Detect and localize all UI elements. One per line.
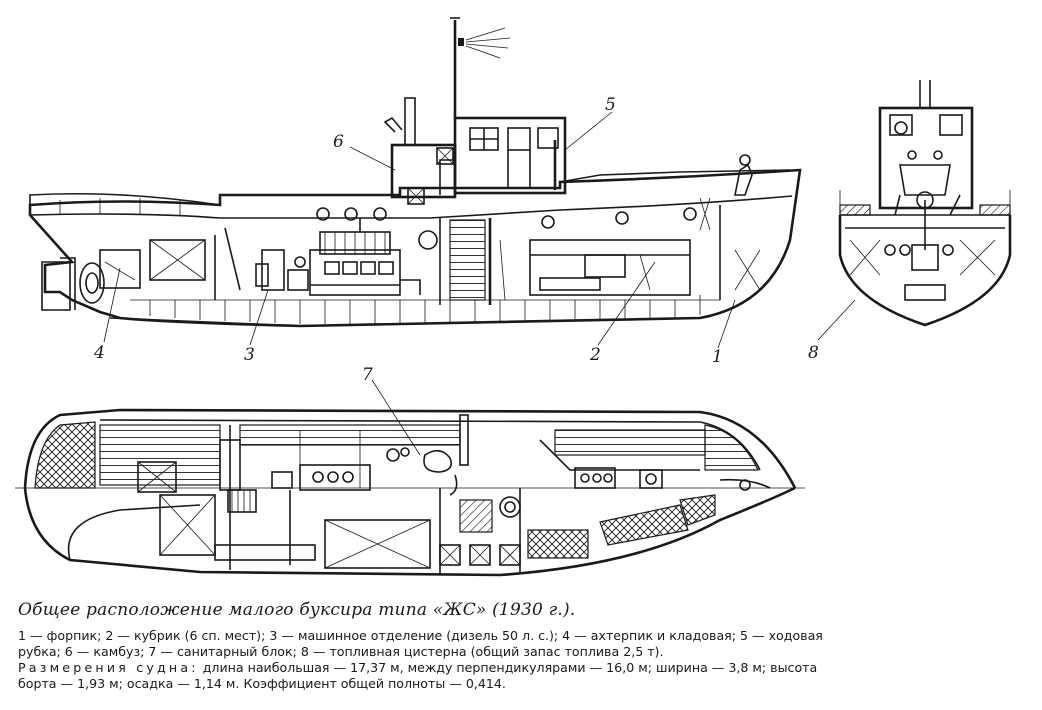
- figure-caption: Общее расположение малого буксира типа «…: [18, 600, 1030, 692]
- side-profile-view: 4 3 2 1 6 5: [28, 17, 802, 367]
- callout-1: 1: [712, 347, 723, 367]
- dimensions-values-1: длина наибольшая — 17,37 м, между перпен…: [198, 660, 818, 675]
- cross-section-view: 8: [808, 80, 1012, 363]
- caption-title: Общее расположение малого буксира типа «…: [18, 600, 576, 620]
- callout-6: 6: [333, 132, 344, 152]
- wheelhouse: [439, 116, 567, 195]
- callout-8: 8: [808, 343, 819, 363]
- galley-deckhouse: [383, 97, 457, 205]
- engine-room-machinery: [255, 218, 421, 296]
- dimensions-line-1: Размерения судна: длина наибольшая — 17,…: [18, 660, 1030, 676]
- portholes: [316, 207, 697, 250]
- callout-4: 4: [93, 343, 105, 363]
- mast-with-masthead-light: [450, 17, 511, 118]
- callout-3: 3: [244, 345, 255, 365]
- dimensions-label: Размерения судна:: [18, 660, 199, 675]
- legend-line-2: рубка; 6 — камбуз; 7 — санитарный блок; …: [18, 644, 664, 659]
- legend-line-1: 1 — форпик; 2 — кубрик (6 сп. мест); 3 —…: [18, 628, 823, 643]
- callout-5: 5: [605, 95, 616, 115]
- callout-2: 2: [589, 345, 601, 365]
- dimensions-line-2: борта — 1,93 м; осадка — 1,14 м. Коэффиц…: [18, 676, 506, 691]
- callout-7: 7: [362, 365, 373, 385]
- tugboat-general-arrangement-drawing: 4 3 2 1 6 5 8: [15, 17, 1012, 577]
- plan-view: 7: [15, 365, 805, 577]
